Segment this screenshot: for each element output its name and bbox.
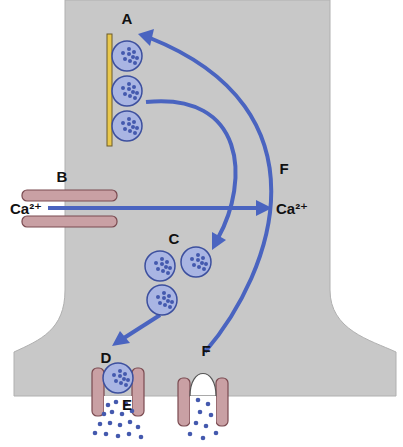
released-transmitter xyxy=(93,400,144,440)
callout-letter: E xyxy=(122,397,132,412)
callout-letter: F xyxy=(201,343,210,358)
recycling-site xyxy=(178,374,228,441)
ion-label: Ca²⁺ xyxy=(276,201,308,216)
fusing-vesicle xyxy=(92,363,144,416)
callout-letter: F xyxy=(279,161,288,176)
callout-letter: D xyxy=(101,350,112,365)
nerve-terminal xyxy=(14,0,396,396)
flow-arrows xyxy=(48,38,271,352)
reserve-vesicles xyxy=(112,41,142,141)
cytoskeleton xyxy=(107,34,112,146)
callout-letter: C xyxy=(169,231,180,246)
mobilized-vesicles xyxy=(145,247,211,315)
ion-label: Ca²⁺ xyxy=(10,201,42,216)
callout-letter: A xyxy=(122,11,133,26)
callout-letter: B xyxy=(57,169,68,184)
arrow-heads xyxy=(112,29,272,346)
